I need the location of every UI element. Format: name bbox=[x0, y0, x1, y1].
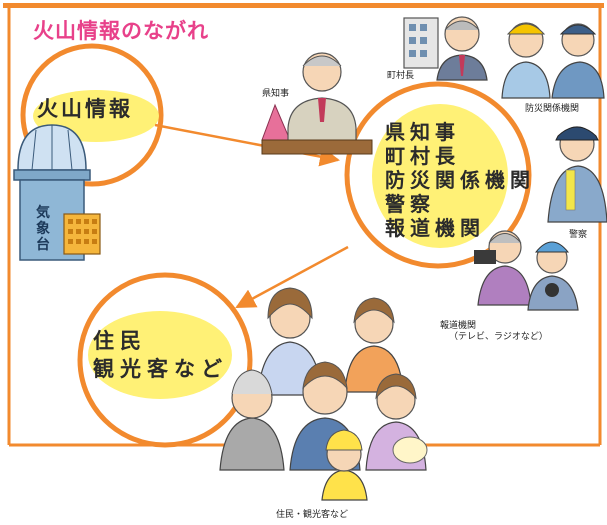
police-label: 警察 bbox=[569, 230, 588, 240]
government-building-icon bbox=[403, 17, 439, 69]
mayor-figure bbox=[403, 16, 488, 81]
meteorological-agency-label: 気 象 台 bbox=[35, 205, 51, 253]
authorities-item: 警察 bbox=[385, 192, 435, 216]
authorities-item: 防災関係機関 bbox=[385, 168, 535, 192]
residents-line: 住民 bbox=[93, 329, 147, 353]
disaster-agency-figures bbox=[501, 22, 605, 99]
volcano-info-node: 火山情報 bbox=[37, 97, 133, 121]
media-note-label: （テレビ、ラジオなど） bbox=[449, 332, 548, 342]
media-figures bbox=[474, 230, 579, 311]
arrow-to-residents bbox=[235, 245, 349, 309]
governor-label: 県知事 bbox=[262, 89, 290, 99]
agency-char-1: 気 bbox=[36, 205, 50, 221]
dome-observatory-icon bbox=[13, 124, 101, 261]
media-label: 報道機関 bbox=[440, 321, 477, 331]
pyramid-desk-sign-icon bbox=[261, 103, 291, 141]
center-circle bbox=[344, 81, 532, 269]
residents-line: 観光客など bbox=[93, 357, 228, 381]
police-figure bbox=[547, 126, 607, 223]
authorities-node: 県知事 町村長 防災関係機関 警察 報道機関 bbox=[385, 120, 535, 240]
center-bubble bbox=[372, 104, 508, 248]
diagram-title: 火山情報のながれ bbox=[33, 19, 209, 43]
agency-char-2: 象 bbox=[36, 221, 50, 237]
residents-family-figures bbox=[219, 287, 428, 501]
agency-char-3: 台 bbox=[36, 237, 50, 253]
mayor-label: 町村長 bbox=[387, 71, 415, 81]
disaster-agencies-label: 防災関係機関 bbox=[525, 104, 580, 114]
title-band bbox=[12, 8, 597, 44]
authorities-item: 県知事 bbox=[385, 120, 460, 144]
residents-node: 住民 観光客など bbox=[93, 327, 228, 383]
residents-caption: 住民・観光客など bbox=[276, 510, 349, 520]
resident-circle bbox=[77, 272, 253, 448]
outer-frame bbox=[3, 3, 604, 447]
authorities-item: 町村長 bbox=[385, 144, 460, 168]
resident-bubble bbox=[88, 311, 232, 399]
authorities-item: 報道機関 bbox=[385, 216, 485, 240]
source-circle bbox=[20, 43, 164, 187]
governor-figure bbox=[261, 52, 373, 155]
